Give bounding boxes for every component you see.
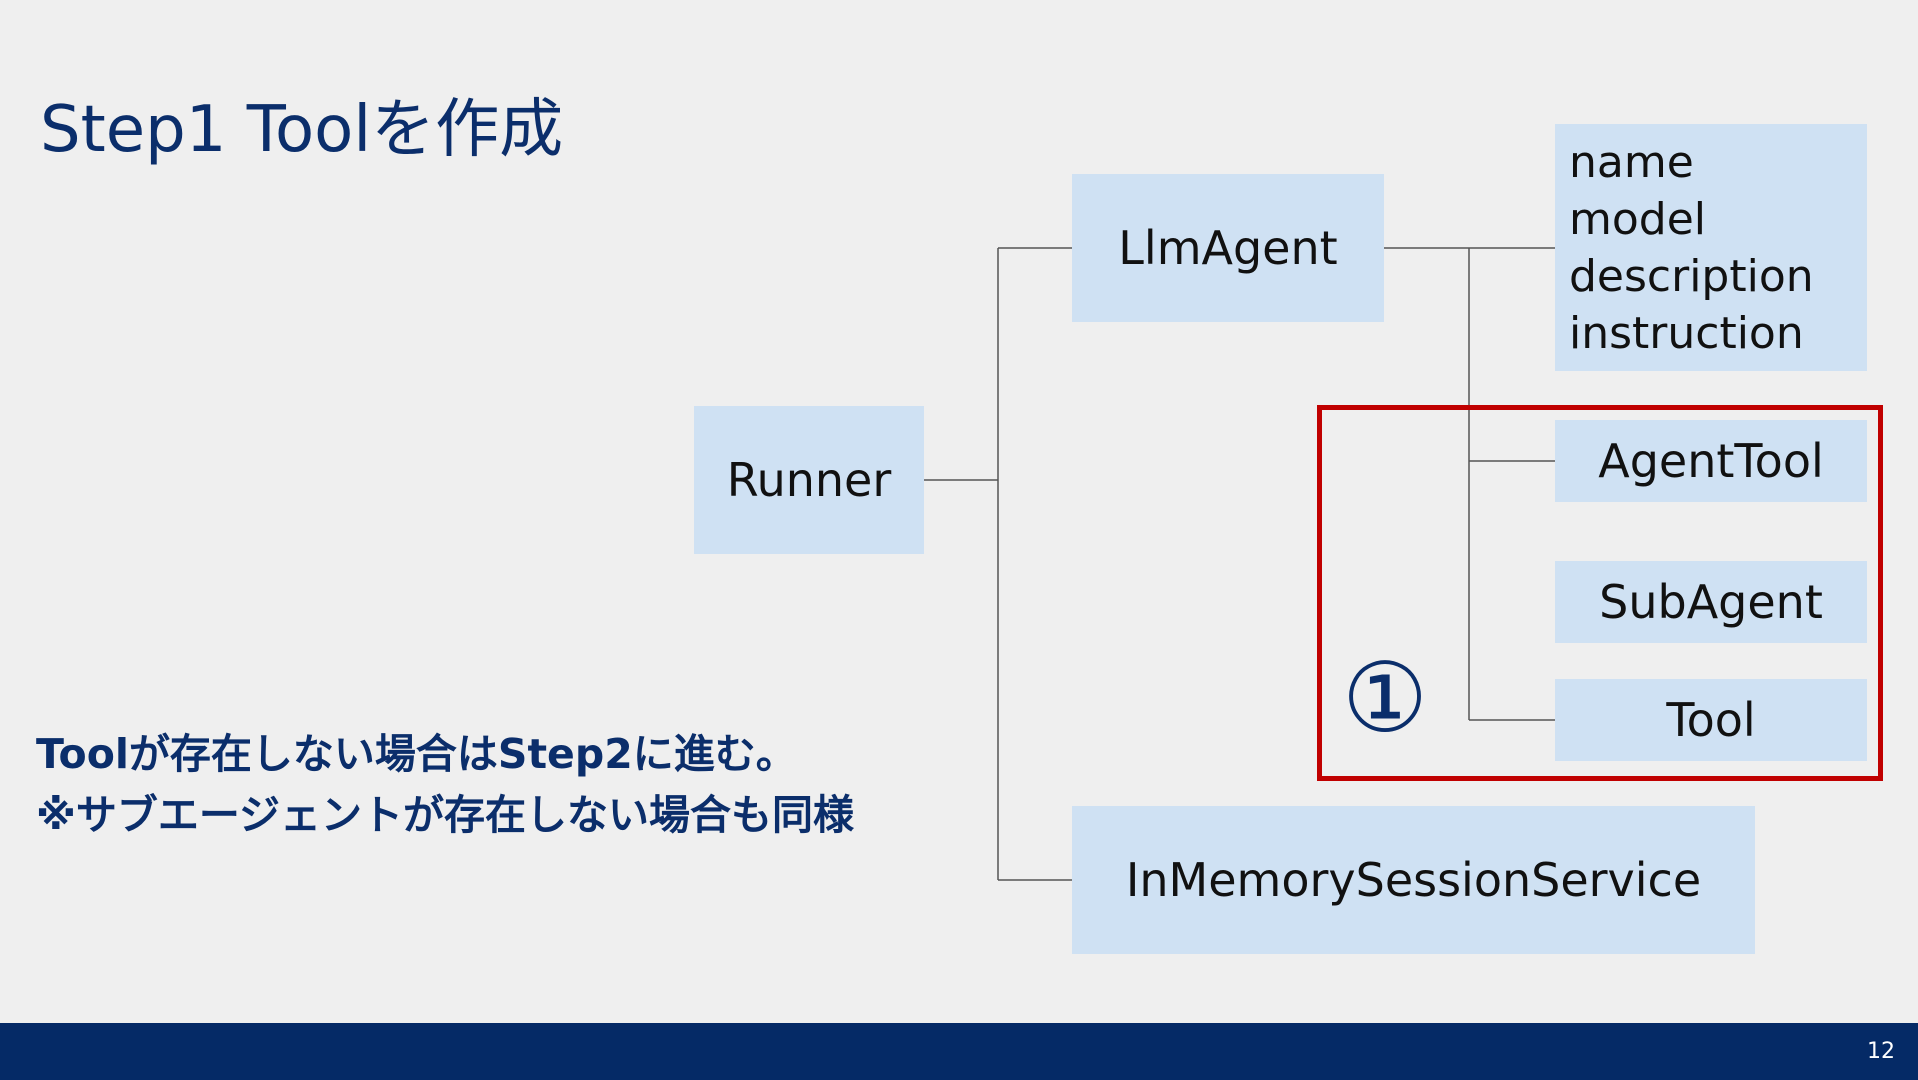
tool-box: Tool	[1555, 679, 1867, 761]
property-instruction: instruction	[1569, 308, 1804, 359]
slide-title: Step1 Toolを作成	[40, 93, 564, 167]
property-name: name	[1569, 137, 1694, 188]
note-text: Toolが存在しない場合はStep2に進む。 ※サブエージェントが存在しない場合…	[36, 724, 854, 846]
session-service-box: InMemorySessionService	[1072, 806, 1755, 954]
step1-highlight-frame	[1317, 405, 1883, 781]
llm-agent-box: LlmAgent	[1072, 174, 1384, 322]
page-number: 12	[1867, 1039, 1895, 1064]
property-model: model	[1569, 194, 1707, 245]
step-marker: ①	[1342, 642, 1429, 754]
sub-agent-box: SubAgent	[1555, 561, 1867, 643]
runner-box: Runner	[694, 406, 924, 554]
note-line-2: ※サブエージェントが存在しない場合も同様	[36, 791, 855, 839]
footer-bar: 12	[0, 1023, 1918, 1080]
note-line-1: Toolが存在しない場合はStep2に進む。	[36, 730, 797, 778]
agent-properties-box: name model description instruction	[1555, 124, 1867, 371]
agent-tool-box: AgentTool	[1555, 420, 1867, 502]
property-description: description	[1569, 251, 1814, 302]
